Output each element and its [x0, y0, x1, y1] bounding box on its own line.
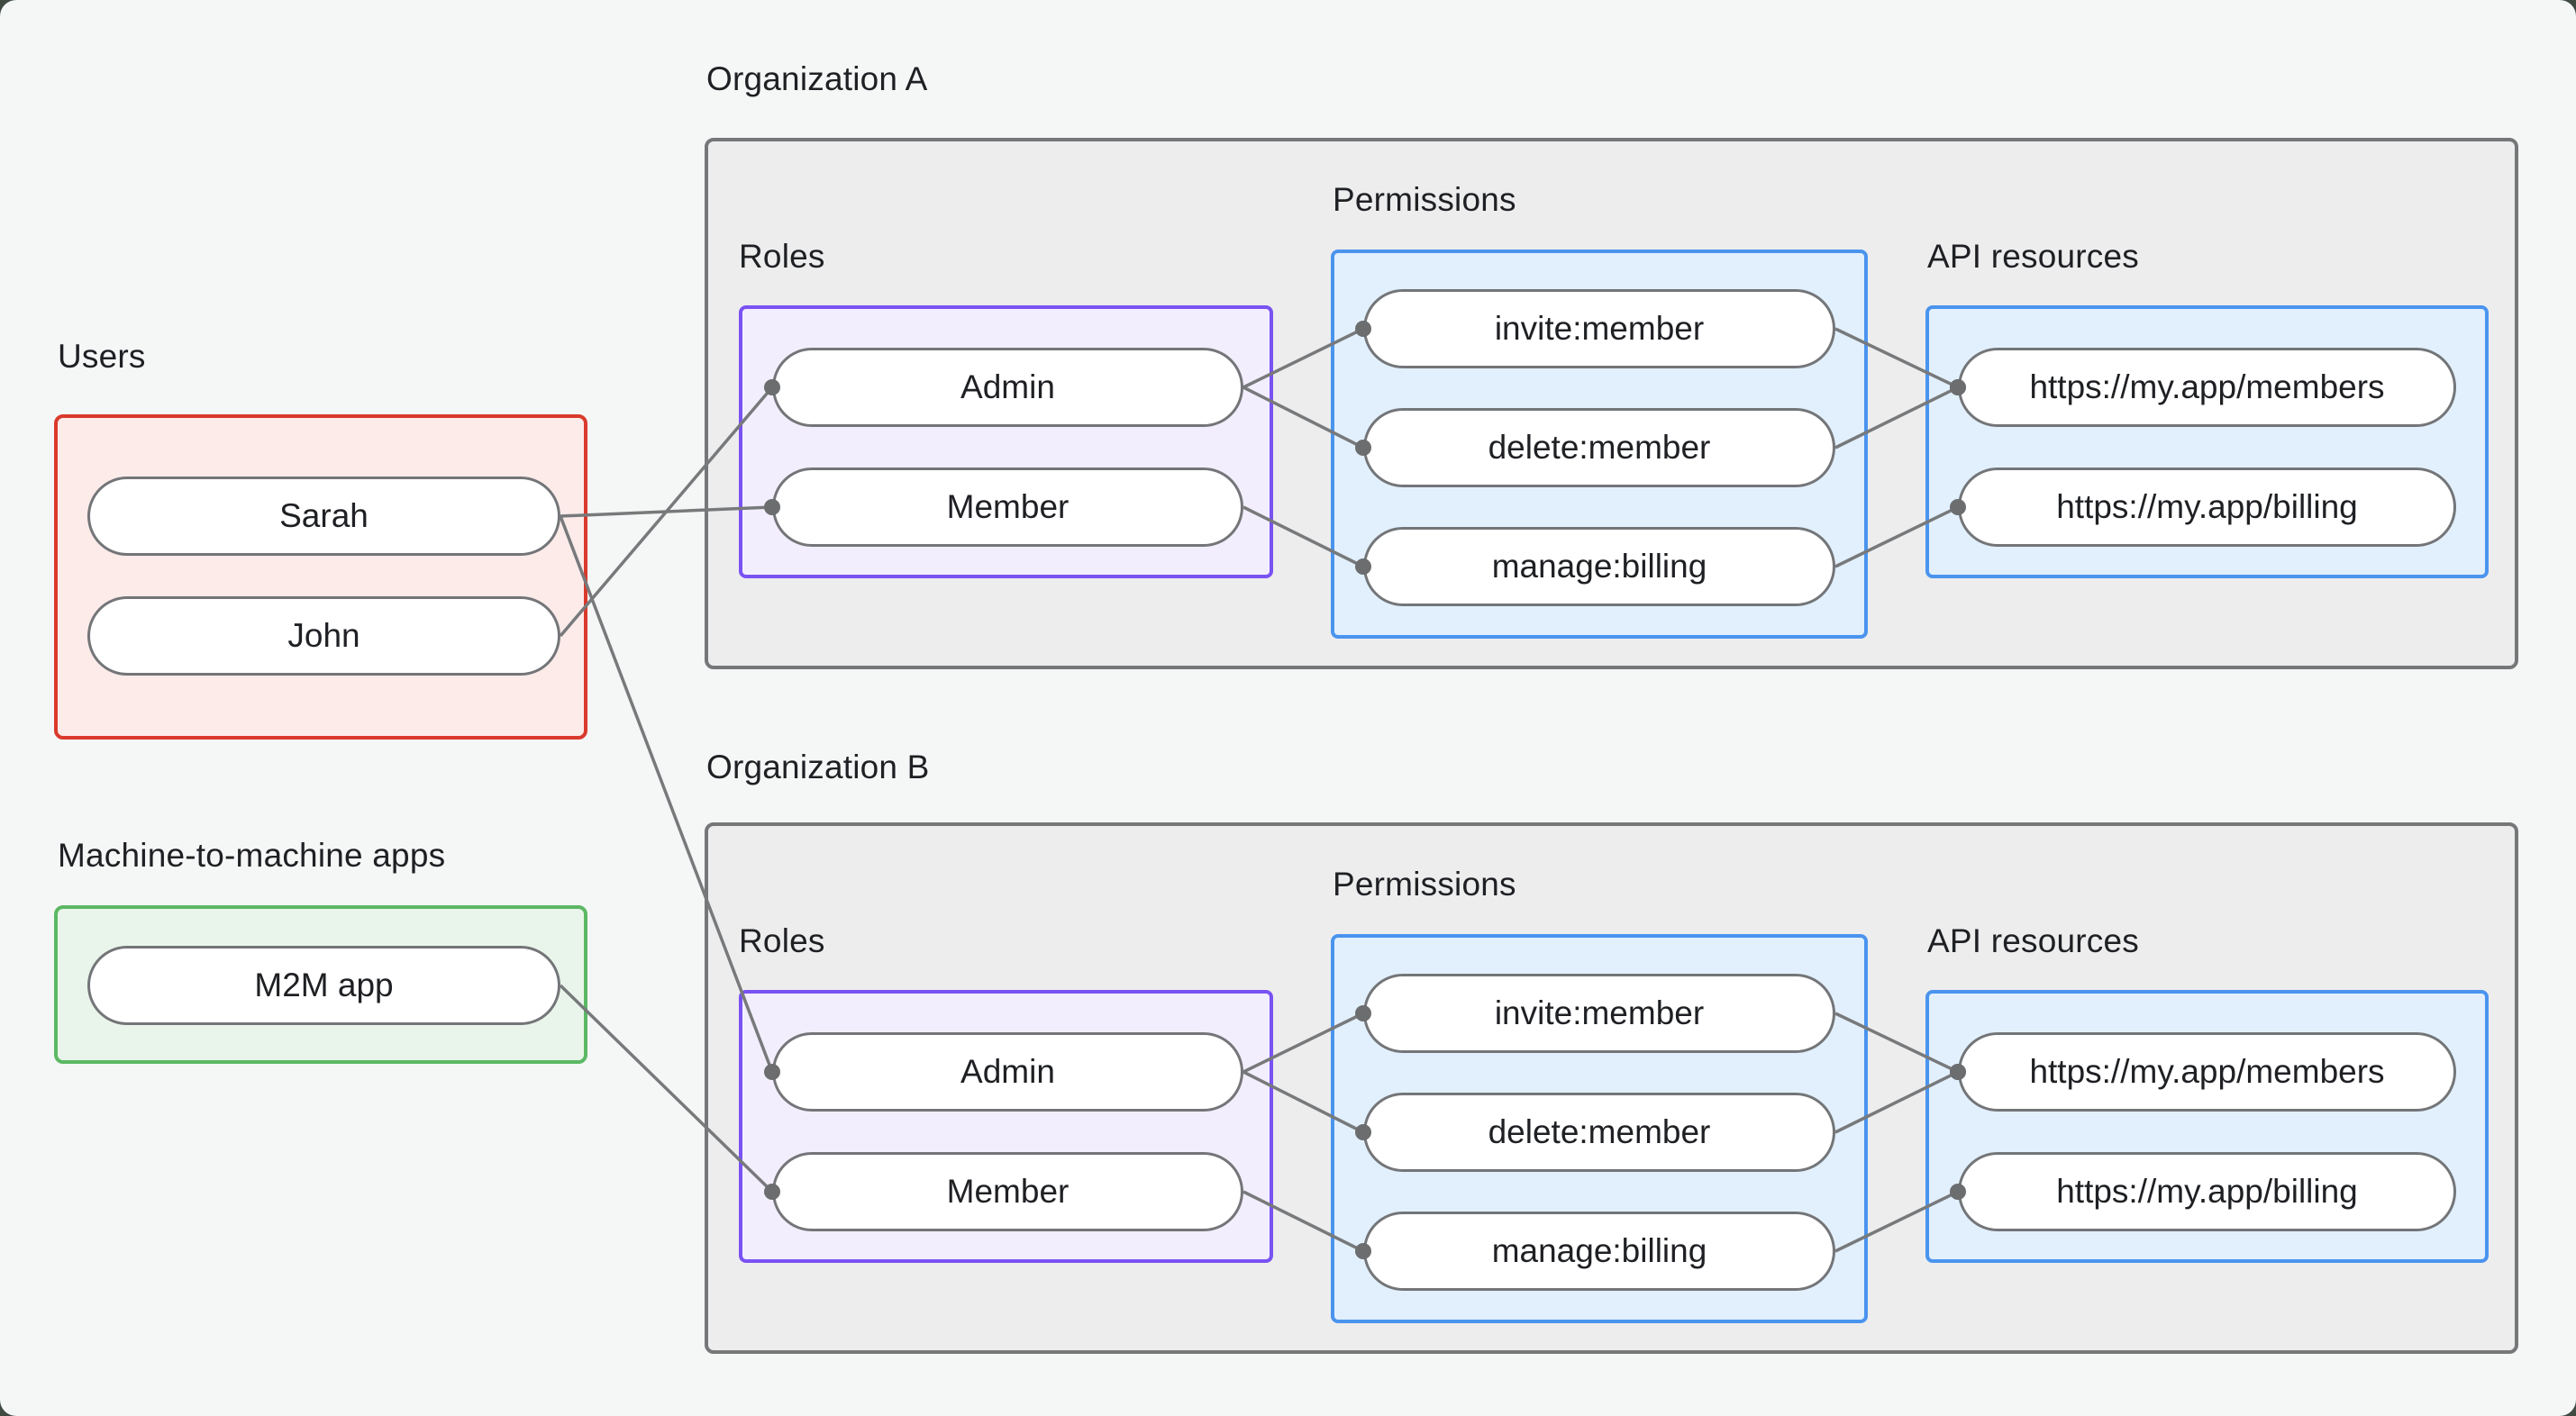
m2m-group-label: Machine-to-machine apps — [58, 837, 446, 874]
node-org-b-admin: Admin — [772, 1032, 1243, 1112]
users-group-box — [54, 414, 587, 740]
org-a-label: Organization A — [706, 60, 928, 97]
node-org-a-admin: Admin — [772, 348, 1243, 427]
org-b-api-resources-label: API resources — [1927, 922, 2139, 959]
node-org-b-delete-member: delete:member — [1363, 1093, 1835, 1172]
node-org-b-api-billing: https://my.app/billing — [1958, 1152, 2456, 1231]
node-org-a-api-members: https://my.app/members — [1958, 348, 2456, 427]
org-a-api-resources-label: API resources — [1927, 238, 2139, 275]
node-org-a-member: Member — [772, 467, 1243, 547]
org-b-label: Organization B — [706, 749, 930, 785]
node-sarah: Sarah — [87, 477, 560, 556]
org-b-roles-label: Roles — [739, 922, 825, 959]
node-org-b-invite-member: invite:member — [1363, 974, 1835, 1053]
node-org-b-manage-billing: manage:billing — [1363, 1212, 1835, 1291]
node-org-a-api-billing: https://my.app/billing — [1958, 467, 2456, 547]
node-org-b-api-members: https://my.app/members — [1958, 1032, 2456, 1112]
node-org-a-invite-member: invite:member — [1363, 289, 1835, 368]
org-b-permissions-label: Permissions — [1333, 866, 1516, 903]
org-a-permissions-label: Permissions — [1333, 181, 1516, 218]
node-org-b-member: Member — [772, 1152, 1243, 1231]
node-org-a-manage-billing: manage:billing — [1363, 527, 1835, 606]
org-a-roles-label: Roles — [739, 238, 825, 275]
node-m2m-app: M2M app — [87, 946, 560, 1025]
node-org-a-delete-member: delete:member — [1363, 408, 1835, 487]
node-john: John — [87, 596, 560, 676]
users-group-label: Users — [58, 338, 146, 375]
